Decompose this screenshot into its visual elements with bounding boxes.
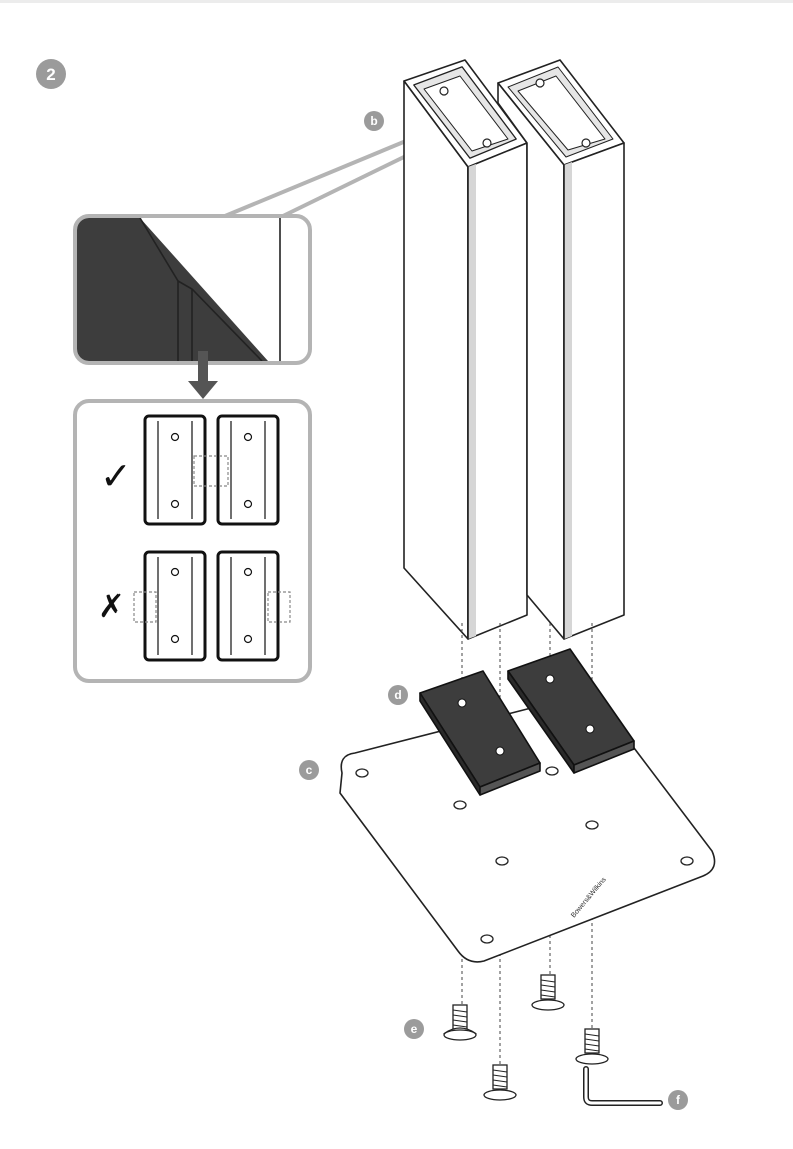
screw-1: [442, 1004, 478, 1041]
label-d: d: [394, 688, 401, 702]
screw-3: [531, 974, 565, 1011]
label-d-badge: d: [388, 685, 408, 705]
incorrect-notch-marker-right: [267, 591, 291, 623]
correct-bracket-right: [216, 414, 280, 526]
assembly-diagram: 2 b: [36, 59, 716, 1110]
correct-bracket-left: [143, 414, 207, 526]
correct-notch-marker: [193, 455, 229, 487]
down-arrow: [188, 351, 218, 399]
correct-check-icon: ✓: [100, 454, 132, 498]
bracket-left: [419, 670, 541, 796]
label-c: c: [306, 763, 313, 777]
incorrect-bracket-left: [143, 550, 207, 662]
label-e: e: [411, 1022, 418, 1036]
incorrect-cross-icon: ✗: [98, 587, 125, 625]
step-badge: 2: [36, 59, 66, 89]
step-number: 2: [46, 65, 55, 84]
base-plate: Bowers&Wilkins: [339, 694, 716, 963]
label-c-badge: c: [299, 760, 319, 780]
bracket-right: [507, 648, 635, 774]
pillar-right: [497, 59, 625, 640]
label-f: f: [676, 1093, 681, 1107]
label-e-badge: e: [404, 1019, 424, 1039]
magnified-detail: [73, 214, 312, 365]
label-b-badge: b: [364, 111, 384, 131]
pillar-left: [403, 59, 528, 640]
incorrect-notch-marker-left: [133, 591, 157, 623]
label-b: b: [370, 114, 377, 128]
orientation-guide-panel: ✓ ✗: [73, 399, 312, 683]
incorrect-bracket-right: [216, 550, 280, 662]
label-f-badge: f: [668, 1090, 688, 1110]
screw-2: [483, 1064, 517, 1101]
screw-4: [575, 1028, 609, 1065]
hex-key: [583, 1066, 663, 1106]
